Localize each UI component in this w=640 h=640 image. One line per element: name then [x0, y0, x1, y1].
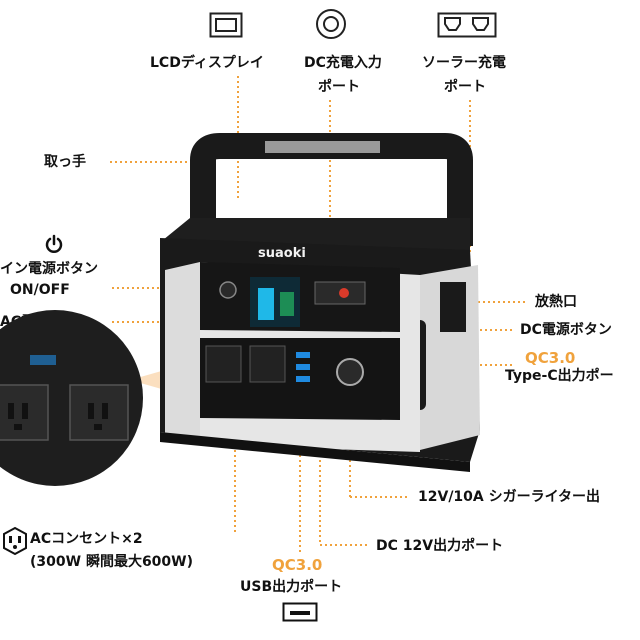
solar-label-1: ソーラー充電 [422, 55, 506, 71]
ac-power-label: AC電源ボタン [0, 314, 92, 330]
lcd-label: LCDディスプレイ [150, 55, 264, 71]
power-icon [44, 234, 64, 258]
main-power-label-1: イン電源ボタン [0, 261, 98, 277]
ac-outlet-label-1: ACコンセント×2 [30, 531, 143, 547]
qc-usb-label: QC3.0 [272, 556, 323, 574]
cigar-label: 12V/10A シガーライター出 [418, 489, 601, 505]
dc12-label: DC 12V出力ポート [376, 538, 504, 554]
qc-typec-label: QC3.0 [525, 349, 576, 367]
lcd-display-icon [209, 12, 243, 42]
dc-input-label-1: DC充電入力 [304, 55, 382, 71]
dc-input-label-2: ポート [318, 79, 360, 95]
dc-input-icon [315, 8, 347, 44]
ac-outlet-icon [2, 526, 28, 560]
ac-outlet-label-2: (300W 瞬間最大600W) [30, 554, 194, 570]
main-power-label-2: ON/OFF [10, 282, 70, 298]
usb-label: USB出力ポート [240, 579, 343, 595]
solar-label-2: ポート [444, 79, 486, 95]
vent-label: 放熱口 [535, 294, 577, 310]
dc-power-label: DC電源ボタン [520, 322, 612, 338]
typec-label: Type-C出力ポー [505, 368, 614, 384]
solar-port-icon [437, 12, 497, 42]
handle-label: 取っ手 [44, 154, 86, 170]
usb-port-icon [282, 602, 318, 626]
